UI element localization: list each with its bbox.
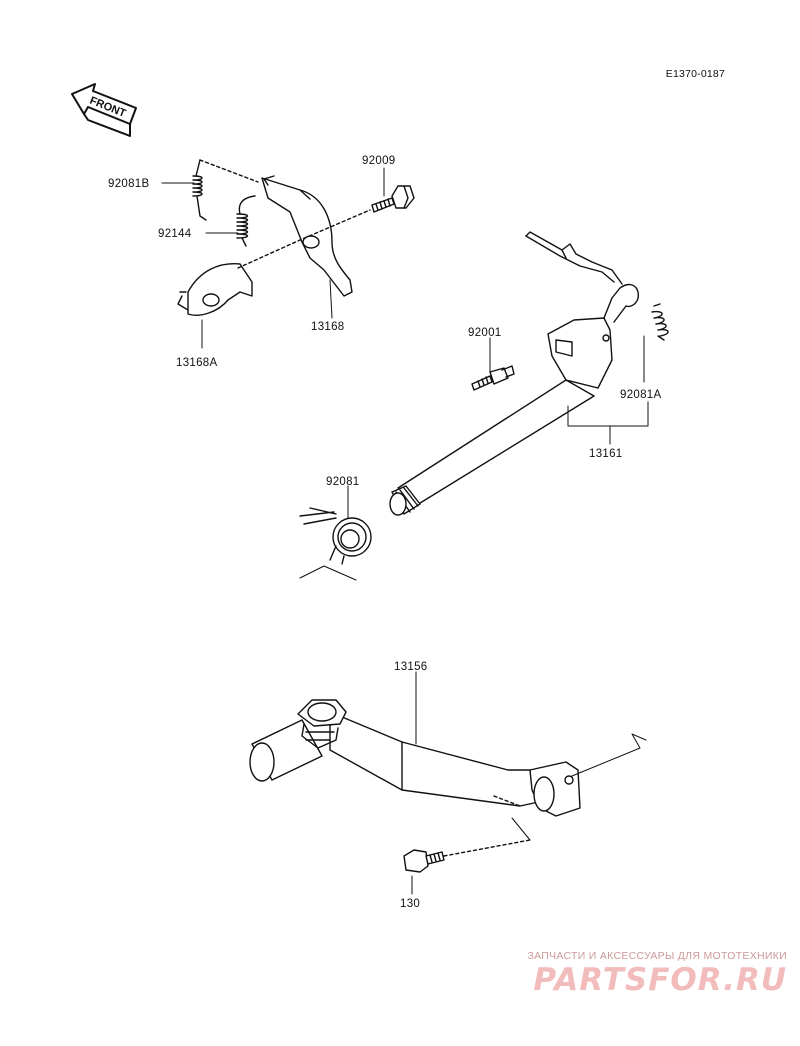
label-13168: 13168	[311, 321, 344, 333]
bolt-92009	[371, 185, 415, 213]
leader-lines	[161, 167, 649, 895]
shift-arm-13168	[261, 175, 353, 297]
label-92001: 92001	[468, 327, 501, 339]
label-13156: 13156	[394, 661, 427, 673]
label-130: 130	[400, 898, 420, 910]
front-arrow-icon: FRONT	[71, 83, 137, 137]
label-13161: 13161	[589, 448, 622, 460]
label-92081b: 92081B	[108, 178, 149, 190]
spring-92081a	[651, 303, 669, 341]
bolt-130	[403, 839, 531, 873]
diagram-code: E1370-0187	[666, 68, 725, 80]
shift-shaft-13161	[389, 231, 640, 516]
label-92144: 92144	[158, 228, 192, 240]
spring-92081b	[192, 159, 259, 221]
label-92009: 92009	[362, 155, 395, 167]
label-92081a: 92081A	[620, 389, 661, 401]
watermark-tagline: ЗАПЧАСТИ И АКСЕССУАРЫ ДЛЯ МОТОТЕХНИКИ	[527, 950, 787, 962]
label-92081: 92081	[326, 476, 359, 488]
shift-pedal-13156	[249, 699, 581, 817]
spring-92144	[236, 195, 256, 247]
return-spring-92081	[299, 507, 372, 565]
label-13168a: 13168A	[176, 357, 217, 369]
watermark-logo: PARTSFOR.RU	[533, 962, 787, 998]
stud-bolt-92001	[471, 365, 515, 391]
ratchet-plate-13168a	[177, 263, 253, 316]
